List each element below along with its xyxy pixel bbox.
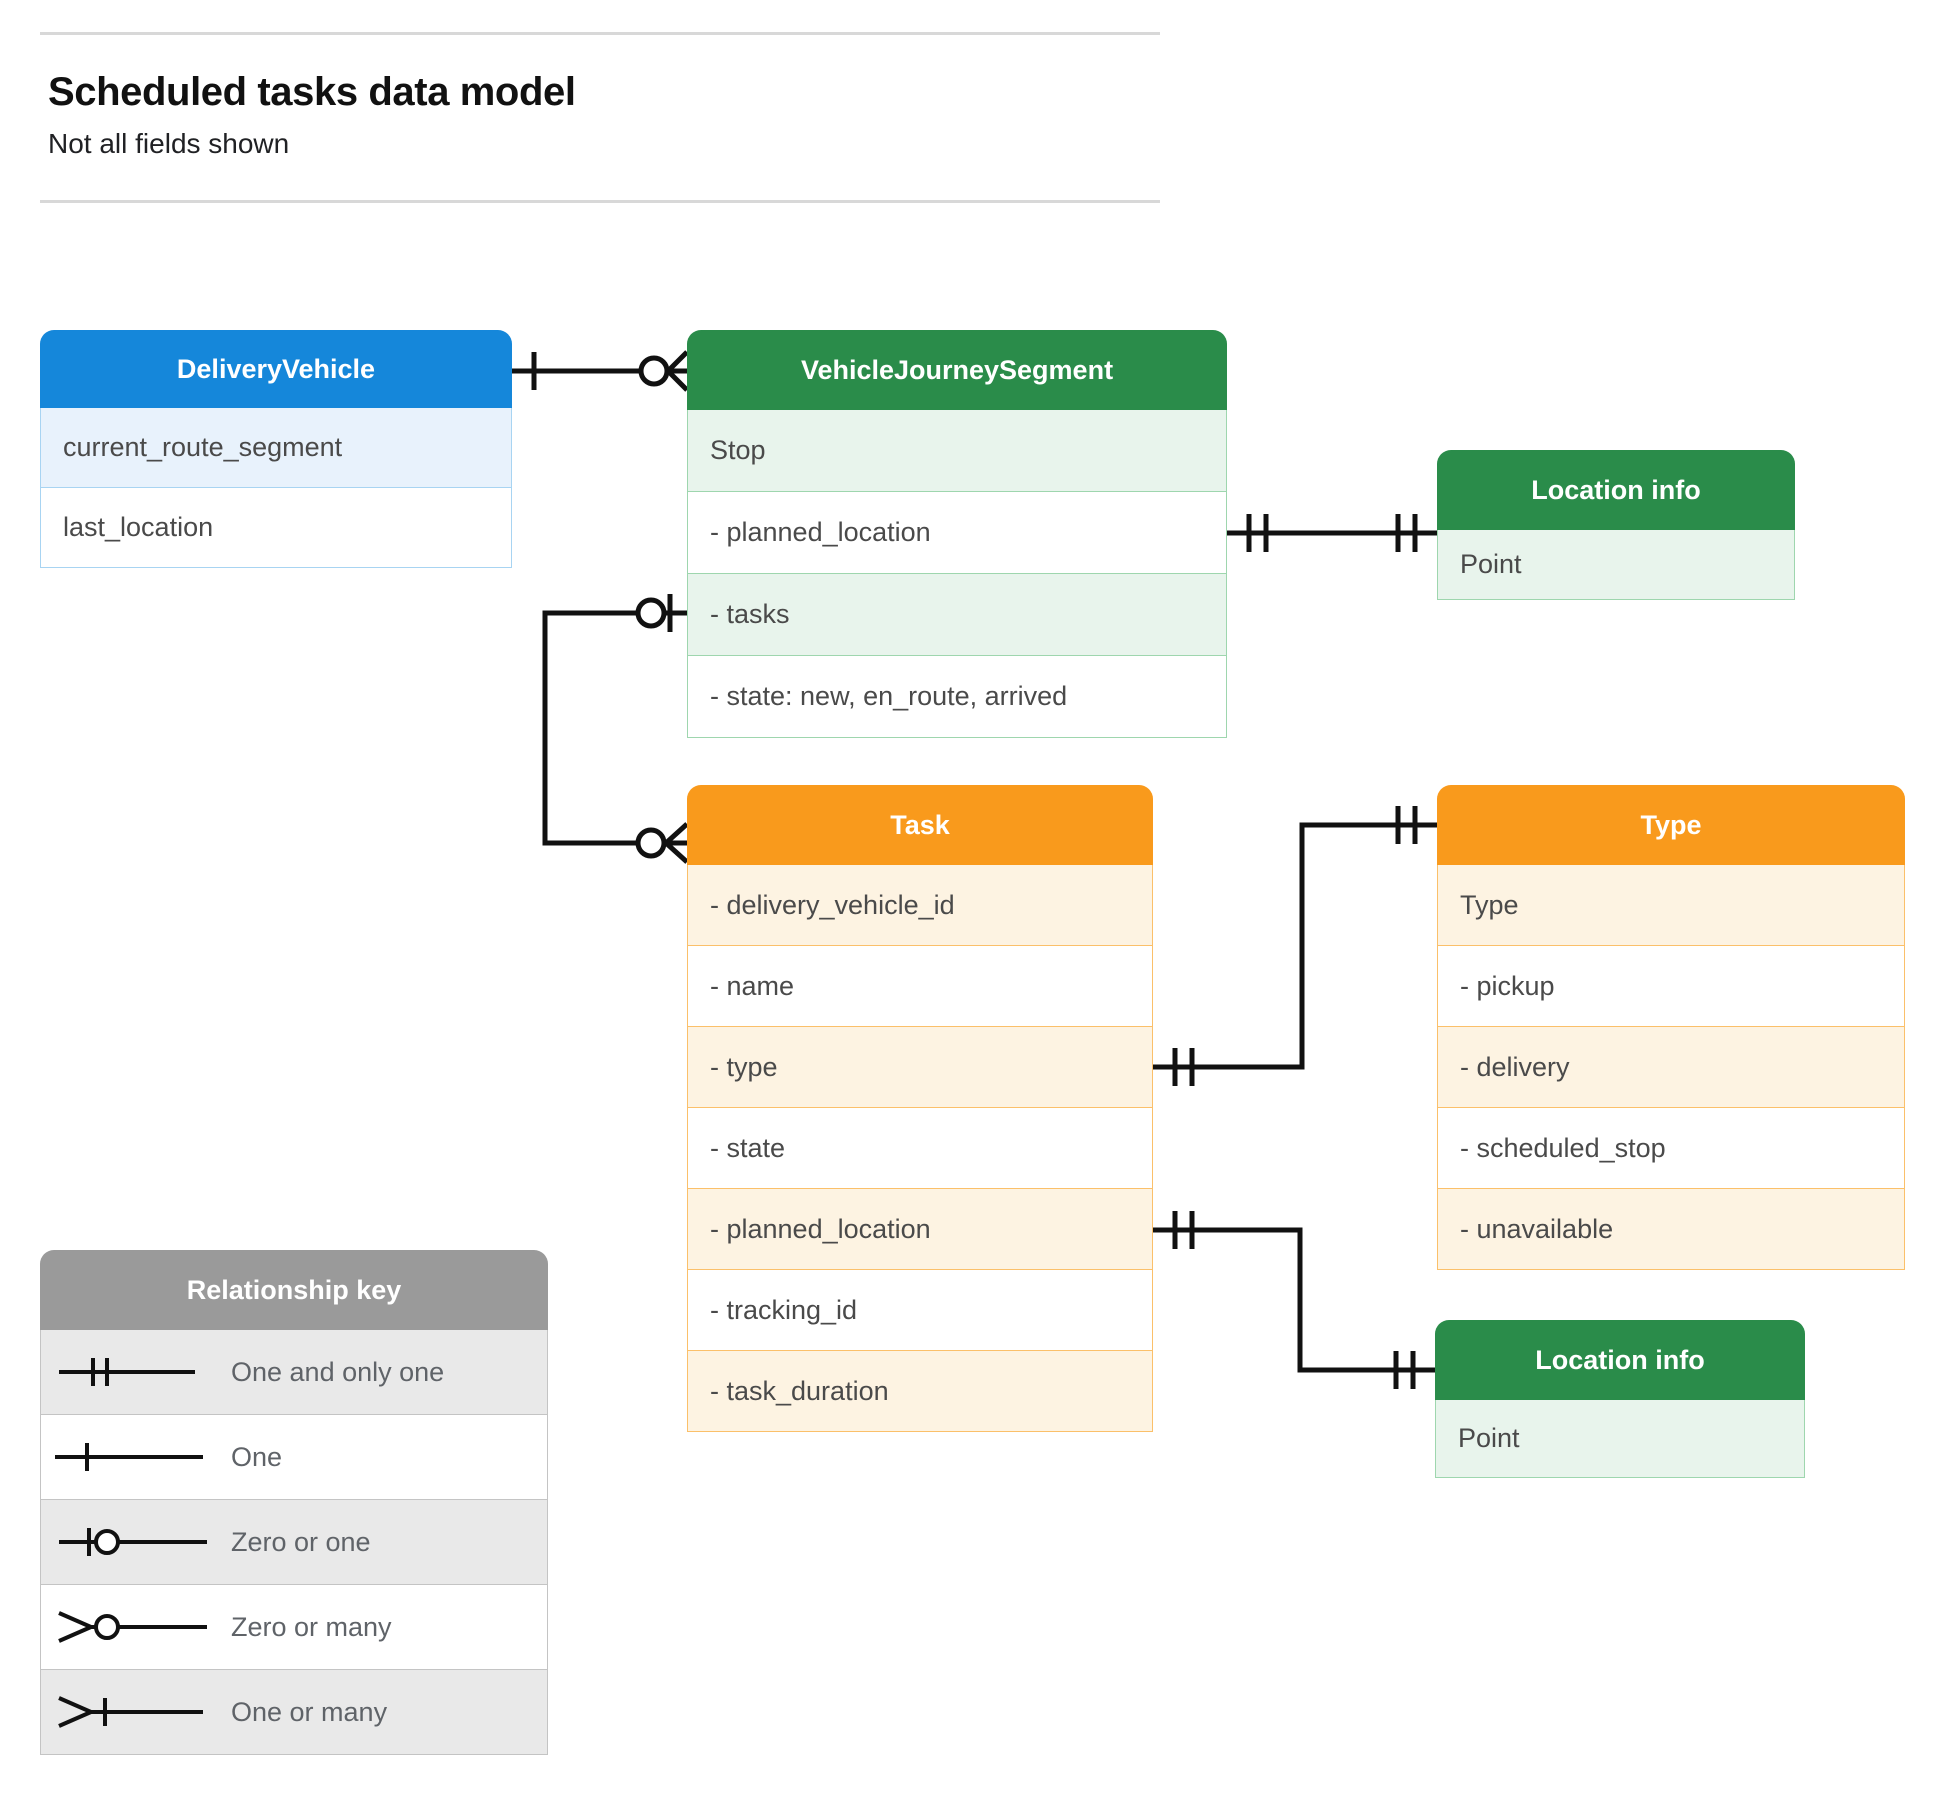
entity-row[interactable]: - name [687, 946, 1153, 1027]
entity-header-task: Task [687, 785, 1153, 865]
legend-item[interactable]: One and only one [40, 1330, 548, 1415]
entity-vehicle-journey-segment[interactable]: VehicleJourneySegment Stop - planned_loc… [687, 330, 1227, 738]
legend-item-label: Zero or many [231, 1611, 392, 1642]
entity-location-info-bottom[interactable]: Location info Point [1435, 1320, 1805, 1478]
legend-item[interactable]: Zero or many [40, 1585, 548, 1670]
entity-row[interactable]: - delivery_vehicle_id [687, 865, 1153, 946]
entity-row[interactable]: - planned_location [687, 492, 1227, 574]
legend-relationship-key[interactable]: Relationship key One and only one [40, 1250, 548, 1755]
entity-row[interactable]: - tracking_id [687, 1270, 1153, 1351]
entity-row[interactable]: last_location [40, 488, 512, 568]
entity-row[interactable]: - state [687, 1108, 1153, 1189]
legend-item[interactable]: Zero or one [40, 1500, 548, 1585]
one-or-many-icon [41, 1690, 231, 1734]
legend-header: Relationship key [40, 1250, 548, 1330]
page-title: Scheduled tasks data model [48, 70, 576, 114]
entity-row[interactable]: - scheduled_stop [1437, 1108, 1905, 1189]
one-icon [41, 1435, 231, 1479]
entity-location-info-top[interactable]: Location info Point [1437, 450, 1795, 600]
entity-header-vehicle-journey-segment: VehicleJourneySegment [687, 330, 1227, 410]
zero-or-many-icon [41, 1605, 231, 1649]
header-divider-bottom [40, 200, 1160, 203]
legend-item-label: One [231, 1441, 283, 1472]
entity-row[interactable]: - pickup [1437, 946, 1905, 1027]
header-divider-top [40, 32, 1160, 35]
entity-row[interactable]: Point [1437, 530, 1795, 600]
entity-row[interactable]: Type [1437, 865, 1905, 946]
entity-row[interactable]: - delivery [1437, 1027, 1905, 1108]
page-subtitle: Not all fields shown [48, 128, 290, 159]
entity-row[interactable]: Point [1435, 1400, 1805, 1478]
entity-header-location-info-top: Location info [1437, 450, 1795, 530]
entity-delivery-vehicle[interactable]: DeliveryVehicle current_route_segment la… [40, 330, 512, 568]
legend-item[interactable]: One or many [40, 1670, 548, 1755]
legend-item-label: One or many [231, 1696, 388, 1727]
entity-row[interactable]: - tasks [687, 574, 1227, 656]
entity-header-delivery-vehicle: DeliveryVehicle [40, 330, 512, 408]
legend-item[interactable]: One [40, 1415, 548, 1500]
entity-task[interactable]: Task - delivery_vehicle_id - name - type… [687, 785, 1153, 1432]
entity-header-location-info-bottom: Location info [1435, 1320, 1805, 1400]
legend-item-label: One and only one [231, 1356, 445, 1387]
entity-row[interactable]: Stop [687, 410, 1227, 492]
zero-or-one-icon [41, 1520, 231, 1564]
entity-row[interactable]: - task_duration [687, 1351, 1153, 1432]
entity-type[interactable]: Type Type - pickup - delivery - schedule… [1437, 785, 1905, 1270]
entity-header-type: Type [1437, 785, 1905, 865]
entity-row[interactable]: - unavailable [1437, 1189, 1905, 1270]
one-and-only-one-icon [41, 1350, 231, 1394]
legend-item-label: Zero or one [231, 1526, 371, 1557]
entity-row[interactable]: - planned_location [687, 1189, 1153, 1270]
entity-row[interactable]: - type [687, 1027, 1153, 1108]
entity-row[interactable]: - state: new, en_route, arrived [687, 656, 1227, 738]
entity-row[interactable]: current_route_segment [40, 408, 512, 488]
